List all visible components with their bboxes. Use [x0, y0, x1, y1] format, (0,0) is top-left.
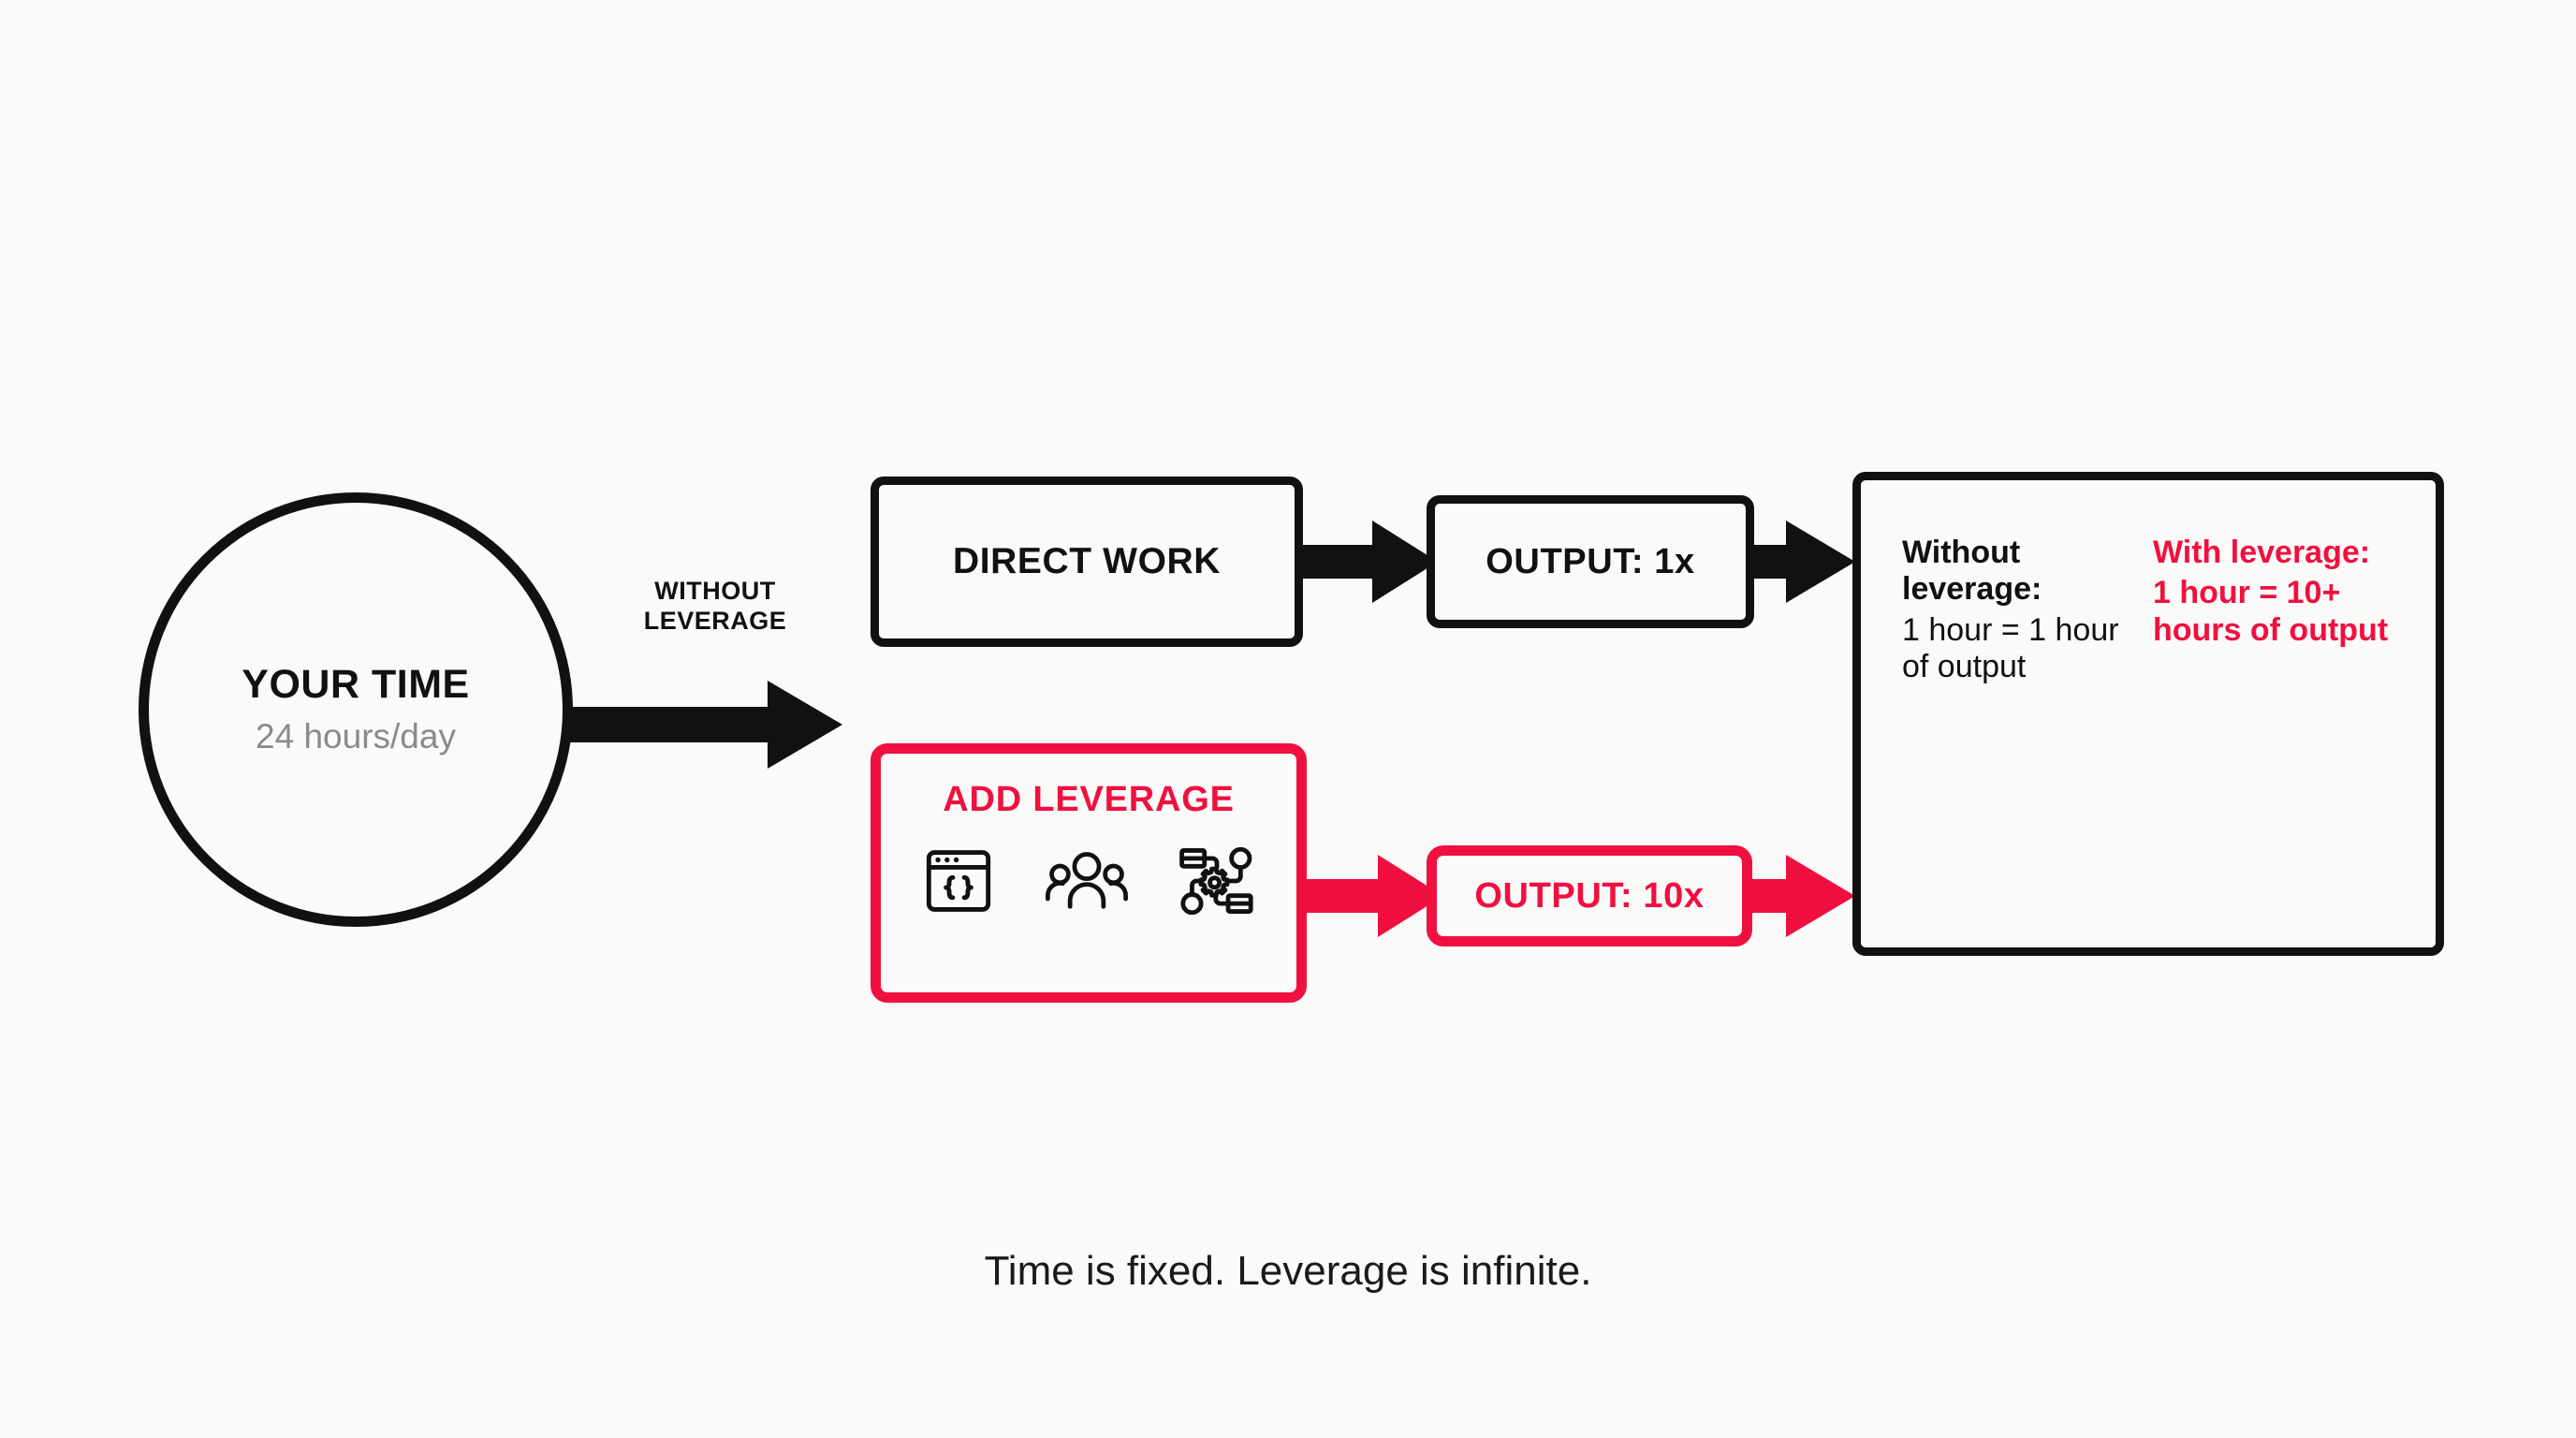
direct-work-box[interactable]: DIRECT WORK [871, 477, 1303, 647]
without-leverage-body: 1 hour = 1 hour of output [1902, 611, 2119, 685]
people-group-icon [1046, 844, 1128, 922]
arrow-output1x-to-comparison [1749, 521, 1855, 603]
edge-label-line-1: WITHOUT [654, 577, 776, 605]
automation-workflow-icon [1178, 844, 1255, 922]
add-leverage-label: ADD LEVERAGE [943, 780, 1235, 819]
your-time-subtitle: 24 hours/day [256, 717, 456, 756]
leverage-icon-row [922, 844, 1255, 922]
edge-label-line-2: LEVERAGE [643, 607, 787, 636]
your-time-circle: YOUR TIME 24 hours/day [139, 492, 573, 927]
comparison-column-without-leverage: Without leverage: 1 hour = 1 hour of out… [1902, 535, 2153, 947]
output-10x-label: OUTPUT: 10x [1474, 875, 1705, 916]
code-window-icon [922, 844, 995, 922]
arrow-output10x-to-comparison [1747, 855, 1855, 937]
comparison-column-with-leverage: With leverage: 1 hour = 10+ hours of out… [2153, 535, 2404, 947]
without-leverage-edge-label: WITHOUT LEVERAGE [593, 576, 837, 637]
with-leverage-body: 1 hour = 10+ hours of output [2153, 575, 2389, 648]
direct-work-label: DIRECT WORK [952, 541, 1222, 581]
output-1x-label: OUTPUT: 1x [1486, 541, 1695, 581]
with-leverage-heading: With leverage: [2153, 535, 2371, 570]
output-1x-box[interactable]: OUTPUT: 1x [1427, 495, 1754, 628]
arrow-time-to-branches [558, 681, 842, 769]
arrow-direct-work-to-output1x [1299, 521, 1438, 603]
without-leverage-heading: Without leverage: [1902, 535, 2042, 608]
output-10x-box[interactable]: OUTPUT: 10x [1427, 845, 1752, 946]
your-time-title: YOUR TIME [242, 662, 470, 707]
diagram-caption: Time is fixed. Leverage is infinite. [984, 1248, 1592, 1294]
arrow-add-leverage-to-output10x [1301, 855, 1443, 937]
comparison-panel: Without leverage: 1 hour = 1 hour of out… [1852, 472, 2444, 956]
add-leverage-box[interactable]: ADD LEVERAGE [871, 743, 1307, 1003]
